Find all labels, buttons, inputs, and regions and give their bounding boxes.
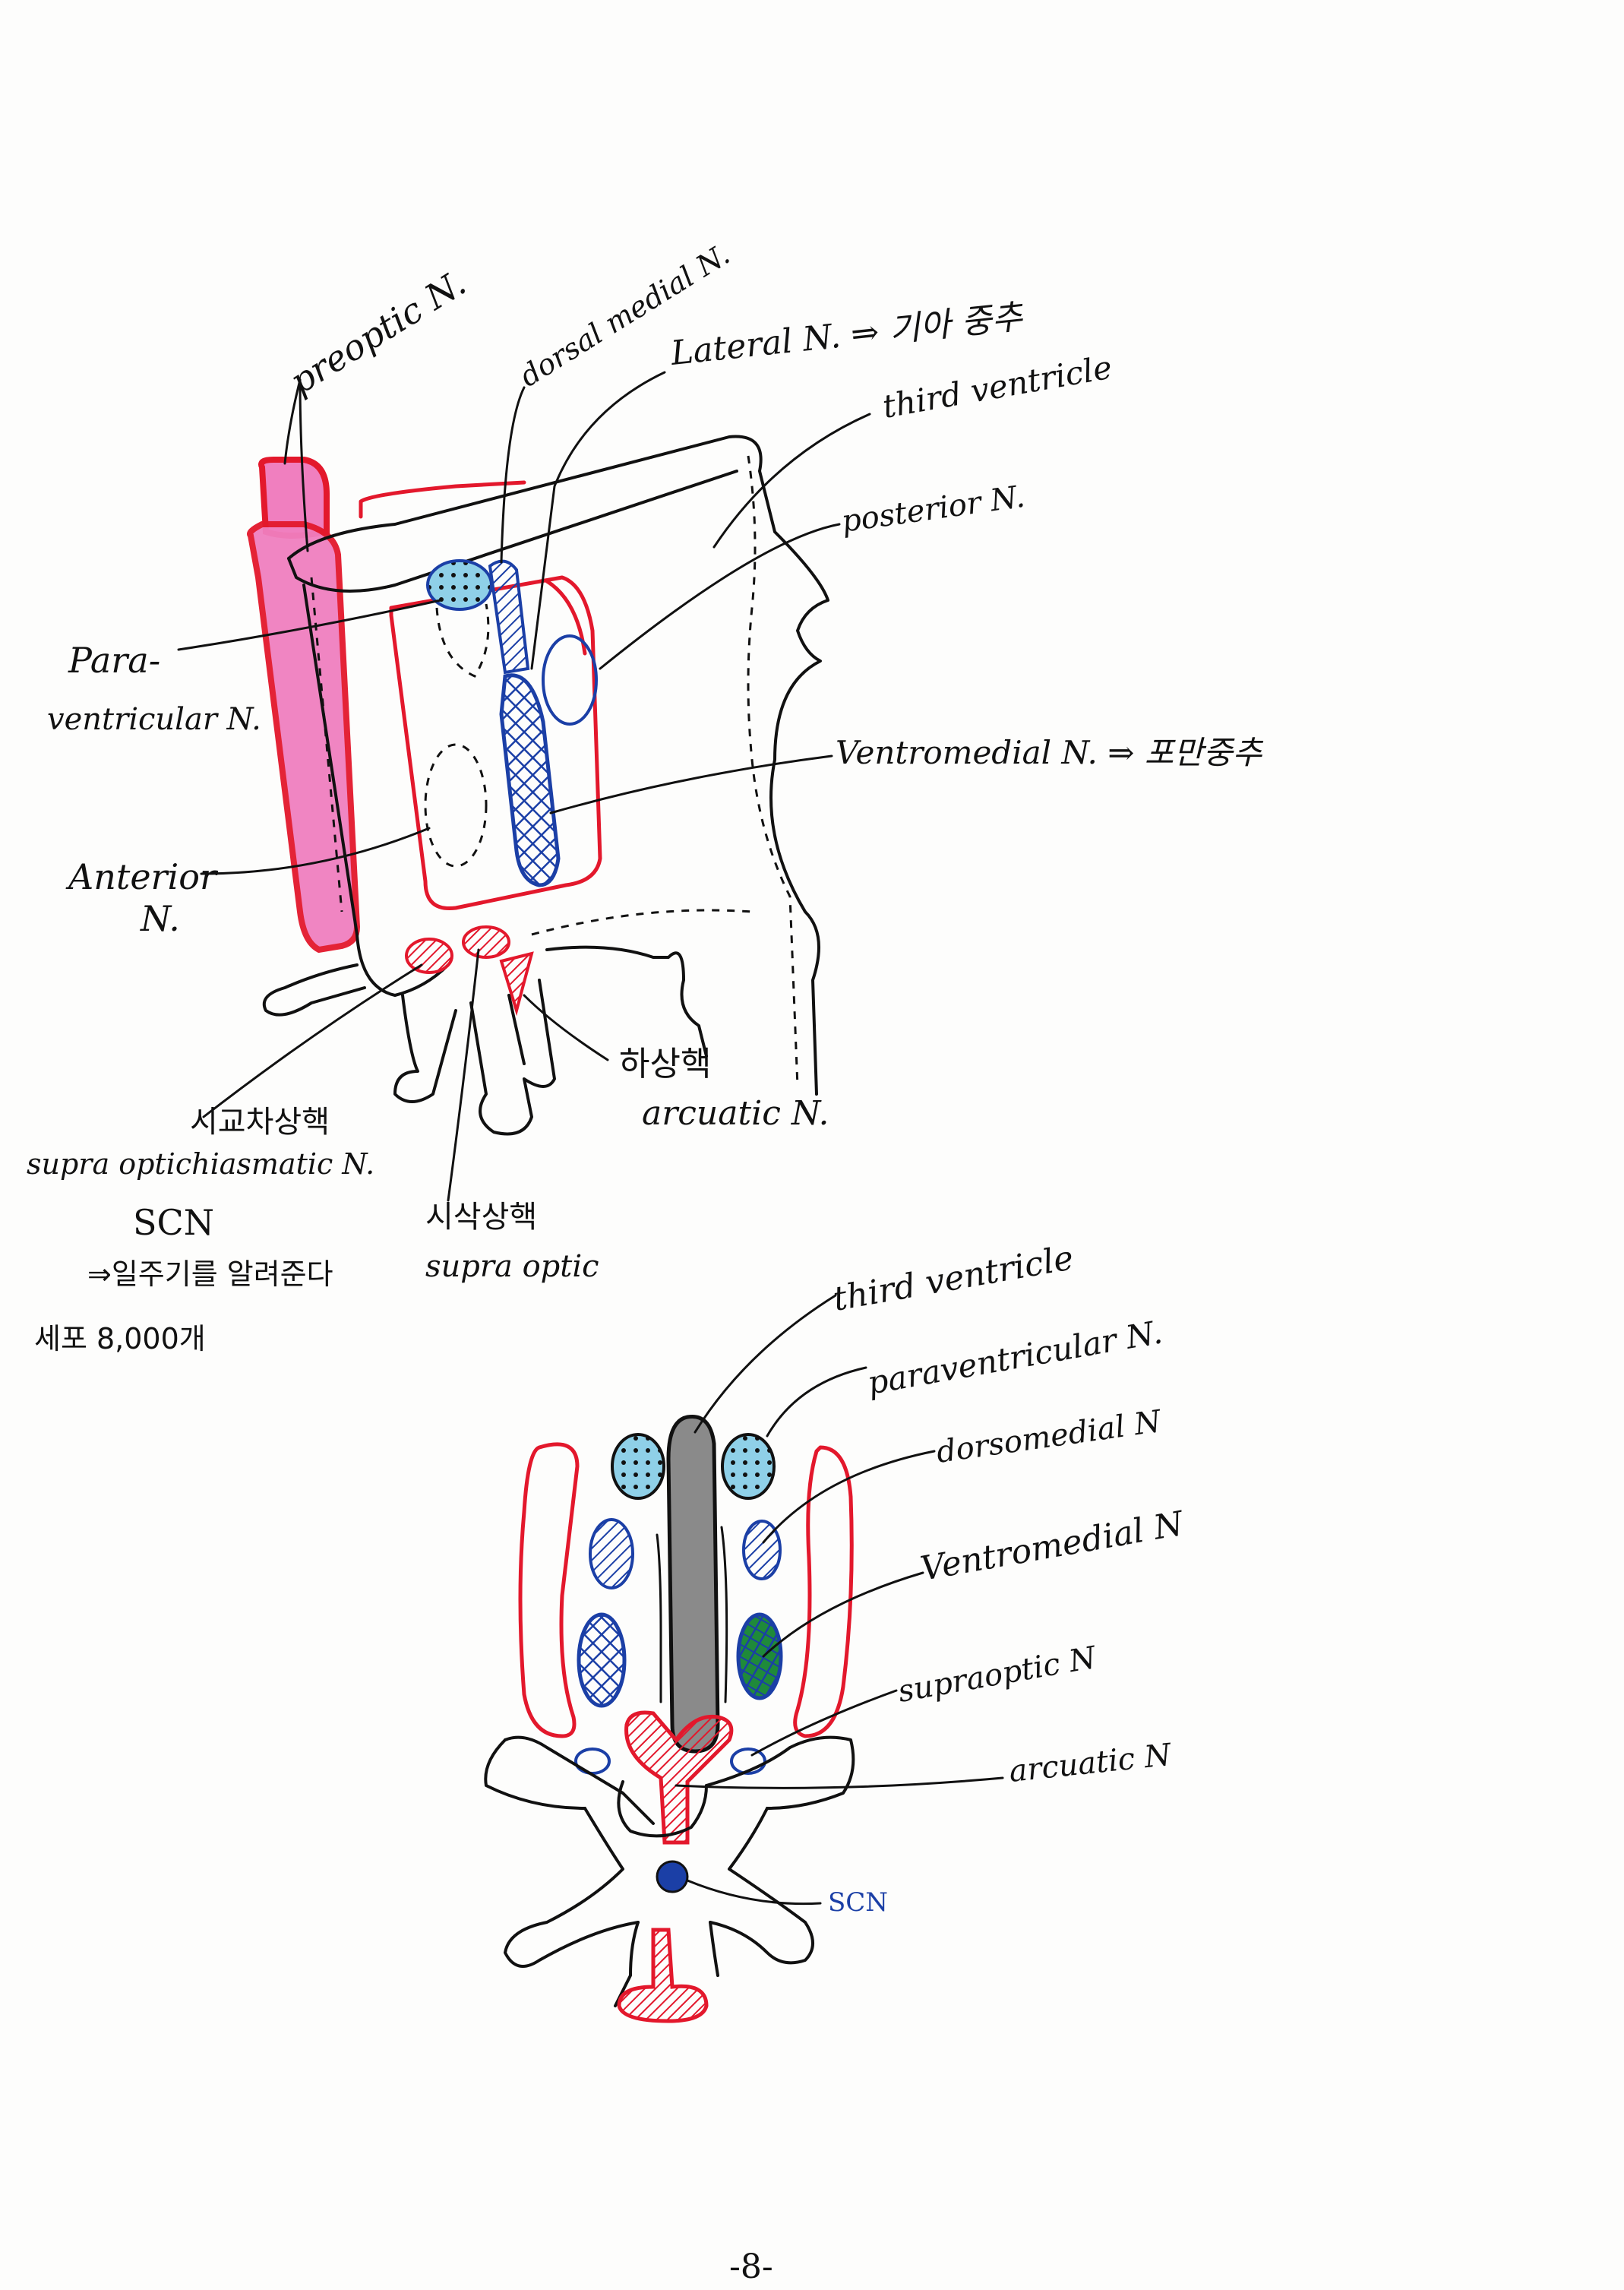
upper-diagram bbox=[177, 371, 871, 1202]
top-red-outline bbox=[359, 480, 526, 519]
label-posterior: posterior N. bbox=[839, 479, 1027, 539]
label-ventromedial-lower: Ventromedial N bbox=[918, 1504, 1187, 1589]
paraventricular-left-lower bbox=[611, 1433, 665, 1500]
label-arcuate-upper: arcuatic N. bbox=[642, 1094, 829, 1133]
label-lateral: Lateral N. ⇒ 기아 중추 bbox=[668, 297, 1026, 373]
pituitary-stalk-lower bbox=[617, 1928, 709, 2023]
page-number: -8- bbox=[729, 2247, 773, 2286]
supraoptic-left-lower bbox=[574, 1748, 611, 1775]
label-scn-lower: SCN bbox=[828, 1887, 888, 1918]
label-scn-note: ⇒일주기를 알려준다 bbox=[87, 1257, 333, 1291]
label-scn-ko: 시교차상핵 bbox=[190, 1105, 330, 1140]
lateral-nucleus-upper bbox=[488, 559, 530, 675]
scn-nucleus-upper bbox=[405, 938, 453, 974]
label-supraoptic-lower: supraoptic N bbox=[896, 1640, 1100, 1709]
label-dorsomedial-lower: dorsomedial N bbox=[934, 1404, 1164, 1470]
optic-chiasm-lower bbox=[504, 1735, 655, 1825]
label-para-1: Para- bbox=[68, 640, 160, 681]
lower-labels: third ventricle paraventricular N. dorso… bbox=[828, 1238, 1187, 1918]
lateral-red-lobe-right bbox=[793, 1445, 854, 1738]
dorsomedial-left-lower bbox=[589, 1518, 634, 1589]
ventromedial-nucleus-upper bbox=[499, 673, 561, 887]
upper-labels: preoptic N. dorsal medial N. Lateral N. … bbox=[27, 238, 1264, 1355]
dorsomedial-right-lower bbox=[742, 1520, 782, 1580]
lower-diagram bbox=[484, 1294, 1004, 2023]
ventricle-block-outline bbox=[287, 435, 829, 1096]
supraoptic-nucleus-upper bbox=[462, 925, 510, 959]
label-third-ventricle-lower: third ventricle bbox=[830, 1238, 1076, 1319]
ventromedial-left-lower bbox=[577, 1612, 627, 1708]
posterior-nucleus-upper bbox=[542, 634, 598, 726]
paraventricular-right-lower bbox=[721, 1433, 776, 1500]
label-preoptic: preoptic N. bbox=[283, 262, 472, 402]
label-scn-cells: 세포 8,000개 bbox=[34, 1322, 206, 1355]
ventromedial-right-lower bbox=[736, 1612, 783, 1700]
label-ventromedial-upper: Ventromedial N. ⇒ 포만중추 bbox=[836, 734, 1264, 771]
arcuate-nucleus-upper bbox=[499, 951, 534, 1017]
third-ventricle-lower bbox=[666, 1414, 720, 1754]
label-scn-abbr: SCN bbox=[133, 1202, 214, 1243]
label-para-2: ventricular N. bbox=[47, 702, 261, 737]
inner-red-outline bbox=[389, 575, 602, 911]
label-supraoptic-ko: 시삭상핵 bbox=[425, 1200, 537, 1235]
scn-nucleus-lower bbox=[656, 1860, 689, 1893]
label-anterior-2: N. bbox=[140, 898, 180, 939]
label-supraoptic-upper: supra optic bbox=[425, 1249, 599, 1284]
label-third-ventricle-upper: third ventricle bbox=[880, 349, 1114, 425]
anterior-nucleus-upper bbox=[424, 743, 488, 868]
lateral-red-lobe-left bbox=[518, 1442, 580, 1738]
supraoptic-right-lower bbox=[730, 1748, 766, 1775]
label-anterior-1: Anterior bbox=[65, 856, 219, 897]
label-arcuate-ko: 하상핵 bbox=[619, 1045, 711, 1083]
arcuate-nucleus-lower bbox=[624, 1710, 734, 1845]
label-scn-full: supra optichiasmatic N. bbox=[27, 1147, 374, 1181]
label-arcuatic-lower: arcuatic N bbox=[1007, 1738, 1174, 1789]
label-paraventricular-lower: paraventricular N. bbox=[864, 1313, 1164, 1401]
